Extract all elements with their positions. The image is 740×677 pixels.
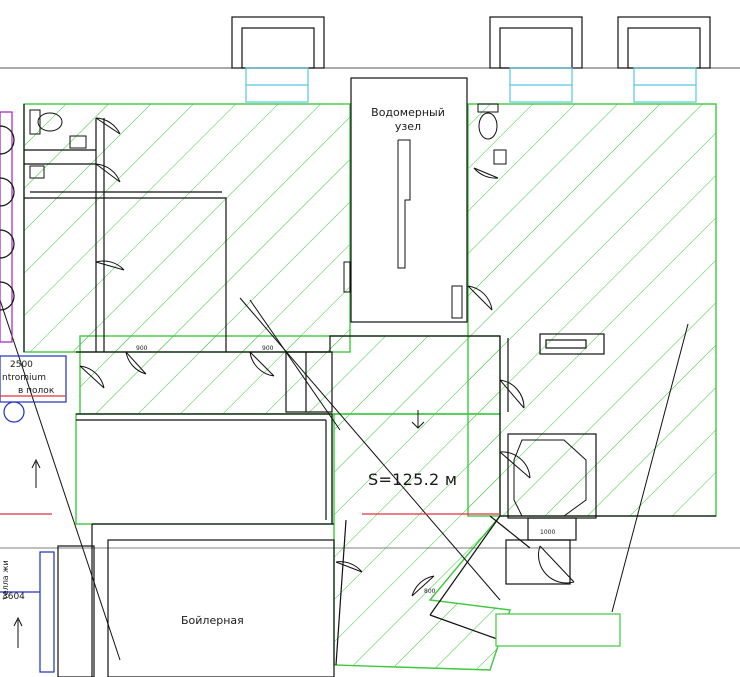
left-bottom-code: 3604 <box>2 592 25 602</box>
top-vent-blocks <box>231 16 711 69</box>
door-mark: 900 <box>262 345 274 352</box>
door-mark: 800 <box>424 588 436 595</box>
water-meter-room-label: Водомерный узел <box>371 106 445 133</box>
boiler-room <box>57 523 335 677</box>
boiler-room-label: Бойлерная <box>181 614 244 627</box>
door-mark: 900 <box>136 345 148 352</box>
windows <box>245 67 697 103</box>
left-panel-shelf-note: в полок <box>18 386 55 396</box>
left-panel-brand: ntromium <box>2 373 46 383</box>
area-label: S=125.2 м <box>368 470 458 489</box>
left-panel-code: 2500 <box>10 360 33 370</box>
doors <box>79 117 575 597</box>
leader-lines <box>0 297 689 661</box>
entrance-box <box>495 613 621 647</box>
interior-walls <box>0 104 740 549</box>
toilets <box>29 103 507 179</box>
left-edge-fixtures <box>0 111 500 673</box>
shower-cabin <box>513 439 587 517</box>
door-mark: 1000 <box>540 529 556 536</box>
corridor-walls <box>335 515 577 666</box>
water-meter-room <box>343 77 468 323</box>
